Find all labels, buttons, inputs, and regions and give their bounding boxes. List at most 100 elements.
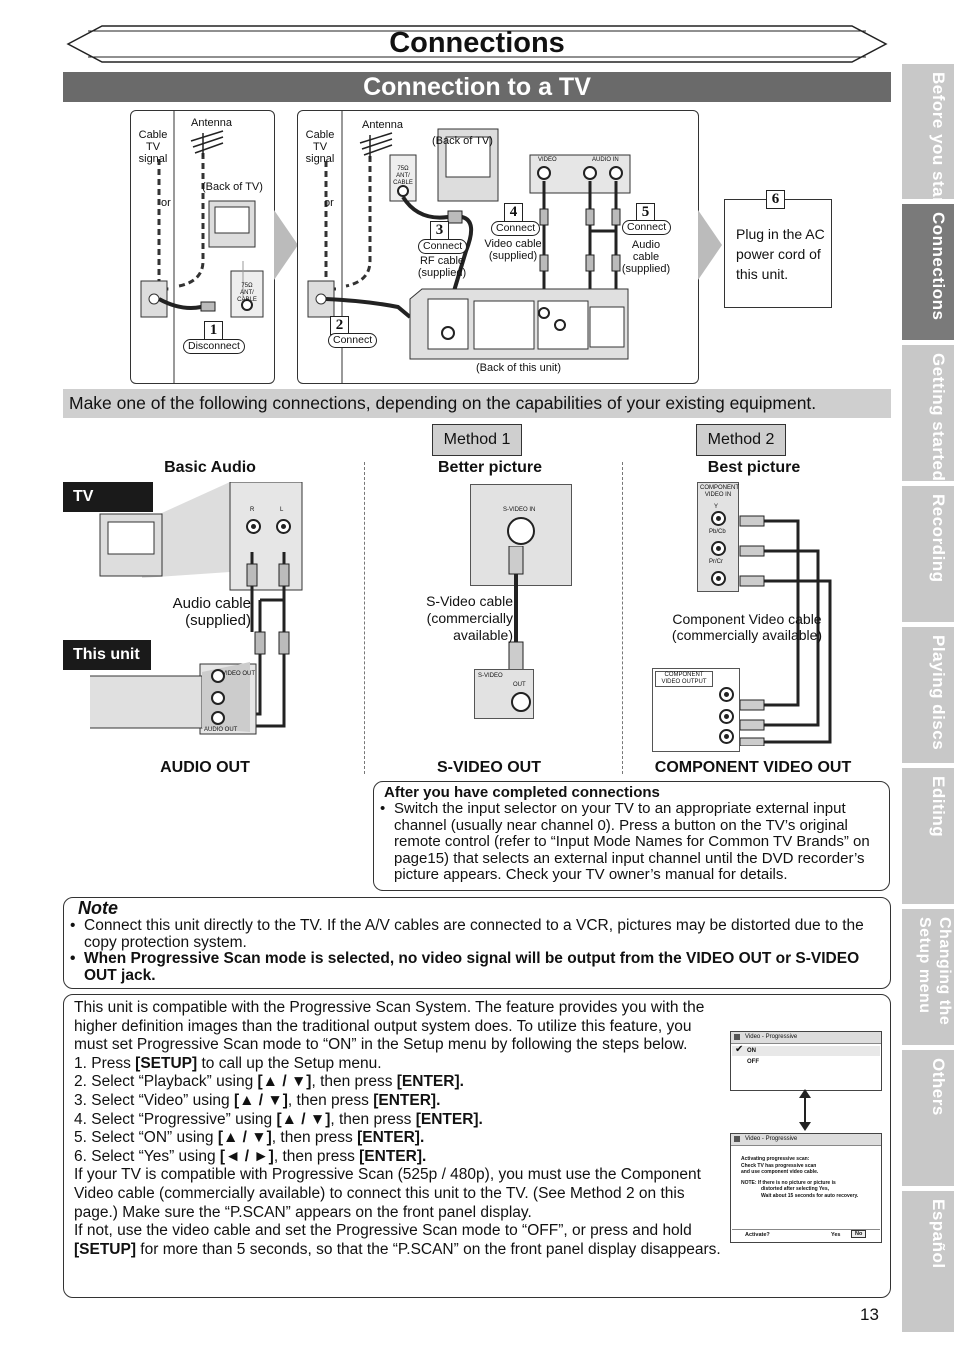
step-2-text: 2. Select “Playback” using	[74, 1073, 258, 1091]
or-label: or	[324, 197, 334, 209]
side-tab-recording[interactable]: Recording	[902, 486, 954, 622]
component-out-label: COMPONENT VIDEO OUTPUT	[655, 671, 713, 687]
section-heading: Connection to a TV	[63, 72, 891, 102]
pb-label: Pb/Cb	[709, 529, 726, 535]
after-connections-text: Switch the input selector on your TV to …	[394, 800, 870, 883]
tv-svideo-panel: S-VIDEO IN	[470, 484, 572, 586]
basic-audio-heading: Basic Audio	[164, 459, 256, 476]
step-5: 5. Select “ON” using [▲ / ▼], then press…	[74, 1129, 724, 1148]
step-2: 2. Select “Playback” using [▲ / ▼], then…	[74, 1073, 724, 1092]
diagram-panel-connect: Cable TV signal Antenna or (Back of TV) …	[297, 110, 699, 384]
no-option[interactable]: No	[851, 1230, 867, 1238]
ant-cable-jack-label: 75Ω ANT/ CABLE	[237, 283, 257, 303]
svideo-out-jack	[511, 692, 531, 712]
pr-label: Pr/Cr	[709, 559, 723, 565]
side-tab-connections[interactable]: Connections	[902, 204, 954, 340]
note-item-1: Connect this unit directly to the TV. If…	[84, 917, 864, 951]
progressive-intro: This unit is compatible with the Progres…	[74, 999, 705, 1054]
activate-label: Activate?	[745, 1232, 770, 1238]
comp-out-jack-y	[719, 687, 734, 702]
on-option[interactable]: ON	[747, 1048, 756, 1054]
comp-in-jack-pr	[711, 571, 726, 586]
step-1-text: 1. Press	[74, 1054, 136, 1072]
check-icon: ✔	[735, 1044, 744, 1055]
side-tab-label: Editing	[929, 776, 948, 838]
side-tab-espanol[interactable]: Español	[902, 1191, 954, 1332]
or-label: or	[161, 197, 171, 209]
tv-audio-in-label: AUDIO IN	[592, 157, 619, 163]
unit-svideo-panel: S-VIDEO OUT	[474, 669, 534, 719]
video-cable-label: Video cable (supplied)	[484, 238, 542, 262]
plug-in-text: Plug in the AC power cord of this unit.	[736, 226, 825, 282]
side-tab-others[interactable]: Others	[902, 1050, 954, 1186]
progressive-scan-box: This unit is compatible with the Progres…	[63, 994, 891, 1298]
back-of-tv-label: (Back of TV)	[432, 135, 493, 147]
arrow-keys: [▲ / ▼]	[257, 1073, 312, 1091]
svideo-out-footer: S-VIDEO OUT	[436, 759, 541, 776]
after-connections-title: After you have completed connections	[384, 784, 660, 801]
comp-out-jack-pr	[719, 729, 734, 744]
step-2-text: , then press	[311, 1073, 397, 1091]
tv-label: TV	[63, 482, 153, 512]
comp-out-jack-pb	[719, 709, 734, 724]
audio-cable-label: Audio cable (supplied)	[172, 595, 251, 629]
enter-key: [ENTER].	[396, 1073, 464, 1091]
note-title: Note	[78, 898, 118, 918]
column-divider	[622, 462, 623, 774]
unit-component-panel: COMPONENT VIDEO OUTPUT	[652, 668, 740, 752]
side-tab-label: Others	[929, 1058, 948, 1116]
progressive-para-2: If your TV is compatible with Progressiv…	[74, 1166, 701, 1221]
arrow-keys: [◄ / ►]	[219, 1147, 274, 1165]
on-option-highlight	[732, 1046, 880, 1056]
best-picture-heading: Best picture	[707, 459, 801, 476]
step-6: 6. Select “Yes” using [◄ / ►], then pres…	[74, 1148, 724, 1167]
side-tab-playing-discs[interactable]: Playing discs	[902, 627, 954, 763]
antenna-label: Antenna	[362, 119, 403, 131]
column-divider	[364, 462, 365, 774]
side-tab-label: Getting started	[929, 353, 948, 482]
yes-option[interactable]: Yes	[831, 1232, 841, 1238]
bullet: •	[380, 800, 386, 817]
method-2-label: Method 2	[696, 424, 786, 456]
audio-cable-label: Audio cable (supplied)	[621, 239, 671, 275]
side-tab-label: Changing the Setup menu	[916, 917, 953, 1026]
video-out-small-label: VIDEO OUT	[222, 671, 256, 677]
audio-out-footer: AUDIO OUT	[160, 759, 250, 776]
side-tab-getting-started[interactable]: Getting started	[902, 345, 954, 481]
banner-frame	[66, 25, 888, 63]
step-3: 3. Select “Video” using [▲ / ▼], then pr…	[74, 1092, 724, 1111]
page-title: Connections	[389, 27, 565, 59]
side-tab-before-you-start[interactable]: Before you start	[902, 64, 954, 210]
component-cable-drawing	[739, 515, 832, 746]
step-4-text: 4. Select “Progressive” using	[74, 1110, 277, 1128]
arrow-keys: [▲ / ▼]	[276, 1110, 331, 1128]
svideo-in-label: S-VIDEO IN	[503, 507, 536, 513]
para-3-text: for more than 5 seconds, so that the “P.…	[136, 1240, 721, 1258]
side-tab-label: Connections	[929, 212, 948, 321]
side-tab-label: Recording	[929, 494, 948, 583]
step-arrow-2	[698, 210, 722, 280]
svideo-label: S-VIDEO	[478, 673, 503, 679]
step-6-number: 6	[766, 190, 785, 209]
step-3-text: , then press	[287, 1091, 374, 1109]
side-tab-editing[interactable]: Editing	[902, 768, 954, 904]
bullet: •	[70, 950, 76, 967]
message-line: Check TV has progressive scan	[741, 1162, 817, 1169]
step-5-label: Connect	[622, 220, 672, 235]
step-5-text: , then press	[271, 1129, 358, 1147]
side-tab-setup-menu[interactable]: Changing the Setup menu	[902, 909, 954, 1045]
tv-component-panel: COMPONENT VIDEO IN Y Pb/Cb Pr/Cr	[697, 482, 739, 592]
step-6-text: 6. Select “Yes” using	[74, 1147, 220, 1165]
step-2-number: 2	[330, 316, 349, 335]
side-tabs: Before you start Connections Getting sta…	[902, 64, 954, 1332]
step-1-text: to call up the Setup menu.	[197, 1054, 382, 1072]
panel2-drawing	[307, 111, 631, 383]
enter-key: [ENTER].	[357, 1129, 425, 1147]
step-3-number: 3	[430, 221, 449, 240]
step-1-number: 1	[204, 321, 223, 340]
off-option[interactable]: OFF	[747, 1059, 759, 1065]
enter-key: [ENTER].	[415, 1110, 483, 1128]
side-tab-label: Before you start	[929, 72, 948, 211]
tv-audio-jack-l	[276, 519, 291, 534]
svideo-in-jack	[507, 517, 535, 545]
